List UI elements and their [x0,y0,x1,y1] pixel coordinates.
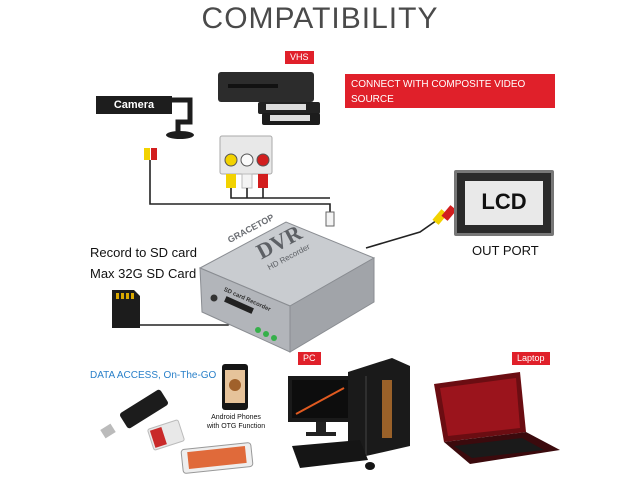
android-line-2: with OTG Function [206,423,266,430]
av-jack-panel-icon [219,135,273,189]
page-title: COMPATIBILITY [201,2,439,35]
lcd-label: LCD [465,181,543,225]
android-phone-icon [222,364,248,410]
android-line-1: Android Phones [211,414,261,421]
banner-line-2: (SUCH AS PS2, VHS, V8, HI8, ETC): [351,109,517,120]
card-reader-icon [100,389,185,451]
camera-icon [166,97,194,139]
sd-capacity-label: Max 32G SD Card [90,266,197,281]
sd-record-label: Record to SD card [90,245,197,260]
tablet-icon [180,442,254,474]
data-access-label: DATA ACCESS, On-The-GO [90,370,217,381]
pc-icon [288,358,410,470]
cable-plugs [144,148,457,227]
vhs-player-icon [218,72,320,125]
laptop-tag: Laptop [512,352,550,365]
sd-card-icon [112,290,140,328]
laptop-icon [434,372,560,464]
banner-line-1: CONNECT WITH COMPOSITE VIDEO SOURCE [351,79,526,105]
dvr-device-icon [198,221,376,353]
out-port-label: OUT PORT [472,243,539,258]
vhs-tag: VHS [285,51,314,64]
android-label: Android Phones with OTG Function [206,413,266,431]
composite-source-banner: CONNECT WITH COMPOSITE VIDEO SOURCE (SUC… [345,74,555,120]
lcd-monitor-icon: LCD [454,170,554,236]
camera-label: Camera [96,96,172,114]
pc-tag: PC [298,352,321,365]
